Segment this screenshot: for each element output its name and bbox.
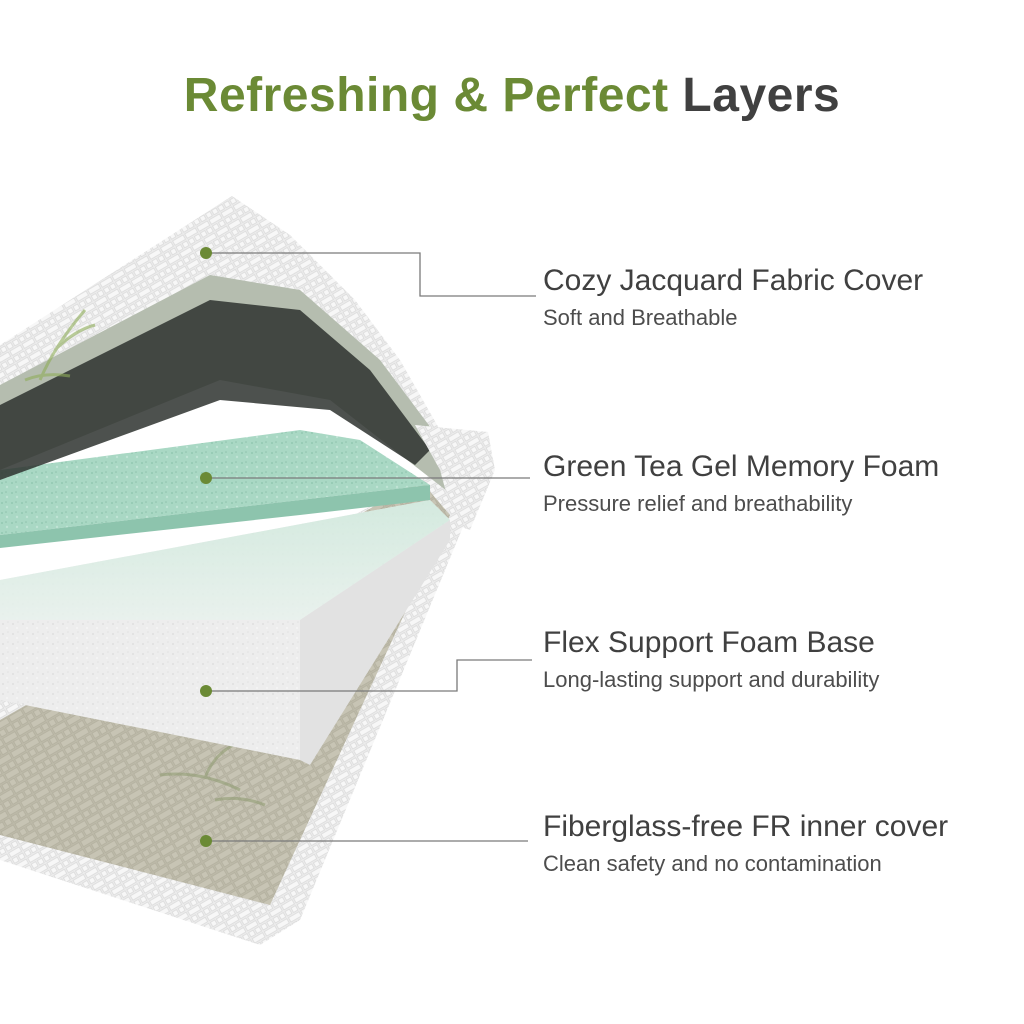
layer-label-fabric-cover: Cozy Jacquard Fabric Cover Soft and Brea…: [543, 263, 1013, 333]
layer-label-support-base: Flex Support Foam Base Long-lasting supp…: [543, 625, 1013, 695]
layer-subtitle: Soft and Breathable: [543, 305, 738, 330]
layer-label-inner-cover: Fiberglass-free FR inner cover Clean saf…: [543, 809, 1013, 879]
layer-title: Flex Support Foam Base: [543, 626, 875, 659]
layer-label-gel-foam: Green Tea Gel Memory Foam Pressure relie…: [543, 449, 1013, 519]
page-title: Refreshing & Perfect Layers: [0, 68, 1024, 123]
layer-title: Fiberglass-free FR inner cover: [543, 810, 949, 843]
title-green-part: Refreshing & Perfect: [183, 69, 669, 122]
callout-dot-inner: [200, 835, 212, 847]
top-fabric-cover: [0, 196, 470, 505]
gel-memory-foam: [0, 430, 430, 535]
layer-subtitle: Long-lasting support and durability: [543, 667, 880, 692]
callout-dot-fabric: [200, 247, 212, 259]
layer-subtitle: Clean safety and no contamination: [543, 851, 882, 876]
layer-title: Green Tea Gel Memory Foam: [543, 450, 940, 483]
layer-title: Cozy Jacquard Fabric Cover: [543, 264, 924, 297]
leader-line-base: [206, 659, 532, 692]
leader-line-fabric: [206, 252, 536, 297]
layer-subtitle: Pressure relief and breathability: [543, 491, 853, 516]
callout-dot-gel: [200, 472, 212, 484]
callout-dot-base: [200, 685, 212, 697]
title-dark-part: Layers: [682, 69, 841, 122]
